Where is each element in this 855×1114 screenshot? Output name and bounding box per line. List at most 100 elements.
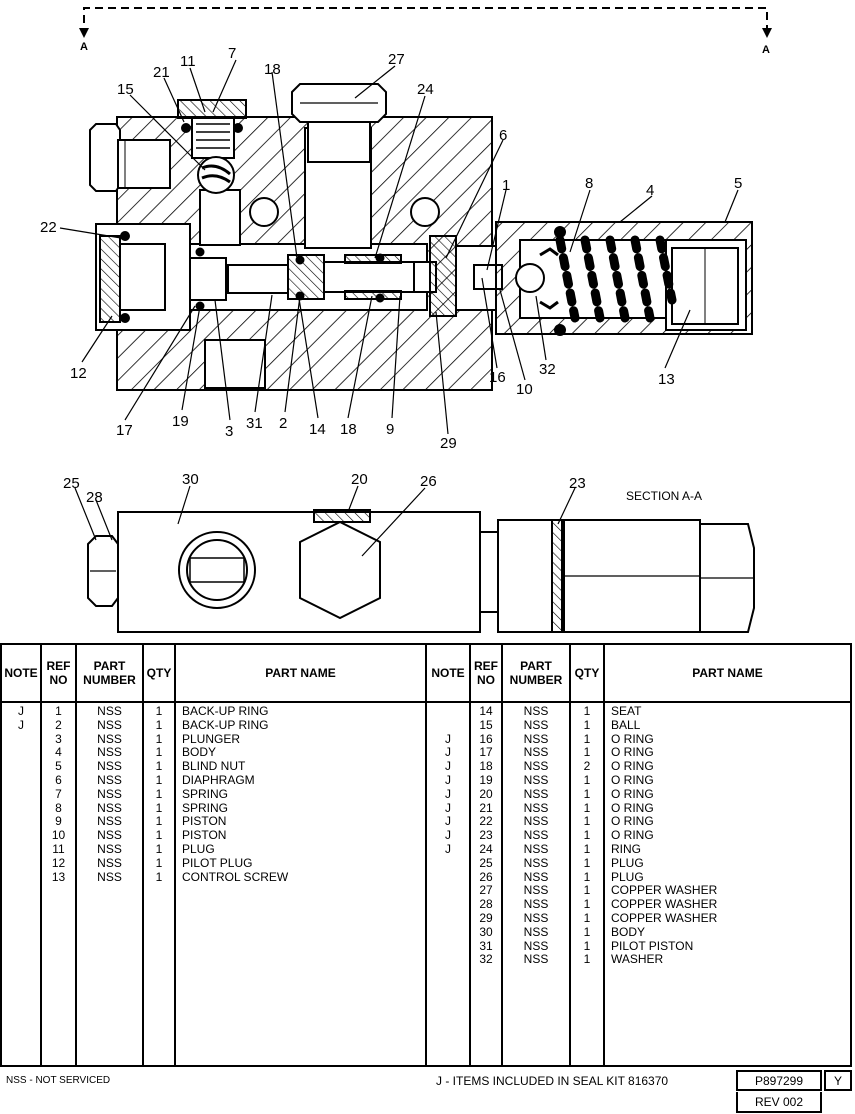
table-cell-name: COPPER WASHER bbox=[611, 897, 718, 912]
side-view-body bbox=[87, 509, 755, 633]
table-cell-part: NSS bbox=[97, 704, 122, 718]
table-cell-name: PLUG bbox=[611, 869, 644, 884]
section-mark-left: A bbox=[80, 41, 88, 53]
table-cell-qty: 1 bbox=[583, 938, 591, 953]
table-cell-note: J bbox=[445, 772, 451, 787]
table-cell-note: J bbox=[445, 786, 451, 801]
callout-14: 14 bbox=[309, 421, 326, 438]
table-cell-name: CONTROL SCREW bbox=[182, 869, 289, 884]
table-cell-ref: 17 bbox=[479, 745, 493, 760]
table-cell-name: PLUG bbox=[611, 855, 644, 870]
callout-32: 32 bbox=[539, 361, 556, 378]
table-cell-name: O RING bbox=[611, 731, 654, 746]
callout-3: 3 bbox=[225, 423, 233, 440]
table-cell-qty: 1 bbox=[583, 855, 591, 870]
callout-26: 26 bbox=[420, 473, 437, 490]
rev-letter: Y bbox=[824, 1070, 852, 1091]
table-cell-name: BACK-UP RING bbox=[182, 704, 269, 718]
table-cell-part: NSS bbox=[97, 814, 122, 829]
table-cell-qty: 1 bbox=[583, 841, 591, 856]
table-cell-part: NSS bbox=[523, 704, 549, 718]
table-cell-name: O RING bbox=[611, 800, 654, 815]
check-valve-assembly bbox=[177, 99, 247, 194]
table-cell-name: BODY bbox=[182, 745, 217, 760]
callout-15: 15 bbox=[117, 81, 134, 98]
section-line-a-a bbox=[79, 7, 772, 38]
table-cell-name: SPRING bbox=[182, 800, 229, 815]
table-cell-name: PILOT PLUG bbox=[182, 855, 253, 870]
callout-30: 30 bbox=[182, 471, 199, 488]
callout-7: 7 bbox=[228, 45, 236, 62]
callout-12: 12 bbox=[70, 365, 87, 382]
table-cell-part: NSS bbox=[523, 869, 549, 884]
callout-27: 27 bbox=[388, 51, 405, 68]
table-cell-ref: 14 bbox=[479, 704, 493, 718]
table-cell-ref: 20 bbox=[479, 786, 493, 801]
table-cell-part: NSS bbox=[523, 883, 549, 898]
table-cell-ref: 1 bbox=[55, 704, 62, 718]
callout-28: 28 bbox=[86, 489, 103, 506]
table-cell-note bbox=[2, 857, 40, 871]
table-cell-part: NSS bbox=[523, 952, 549, 967]
callout-13: 13 bbox=[658, 371, 675, 388]
table-cell-ref: 25 bbox=[479, 855, 493, 870]
table-cell-note bbox=[2, 829, 40, 843]
table-cell-part: NSS bbox=[97, 759, 122, 774]
table-cell-part: NSS bbox=[97, 828, 122, 843]
table-cell-qty: 1 bbox=[583, 772, 591, 787]
table-cell-qty: 1 bbox=[583, 910, 591, 925]
table-cell-part: NSS bbox=[523, 814, 549, 829]
table-cell-qty: 1 bbox=[155, 855, 163, 870]
table-cell-note bbox=[427, 926, 469, 940]
control-spring-housing bbox=[495, 221, 753, 336]
table-cell-name: COPPER WASHER bbox=[611, 883, 718, 898]
table-cell-note: J bbox=[445, 841, 451, 856]
table-cell-note bbox=[2, 843, 40, 857]
table-cell-note bbox=[2, 733, 40, 747]
callout-20: 20 bbox=[351, 471, 368, 488]
table-cell-note bbox=[427, 884, 469, 898]
table-cell-part: NSS bbox=[523, 855, 549, 870]
table-cell-ref: 11 bbox=[52, 841, 65, 856]
table-cell-qty: 1 bbox=[155, 772, 163, 787]
table-cell-ref: 7 bbox=[55, 786, 62, 801]
table-cell-ref: 5 bbox=[55, 759, 62, 774]
header-part-name: PART NAME bbox=[176, 645, 425, 703]
callout-10: 10 bbox=[516, 381, 533, 398]
table-cell-note bbox=[2, 760, 40, 774]
table-cell-qty: 1 bbox=[155, 759, 163, 774]
table-cell-name: PISTON bbox=[182, 814, 227, 829]
top-plug-27 bbox=[291, 83, 387, 163]
table-cell-qty: 1 bbox=[155, 704, 163, 718]
callout-8: 8 bbox=[585, 175, 593, 192]
table-cell-ref: 2 bbox=[55, 717, 62, 732]
table-cell-note bbox=[427, 871, 469, 885]
table-cell-part: NSS bbox=[523, 897, 549, 912]
table-cell-qty: 1 bbox=[155, 869, 163, 884]
table-cell-name: BODY bbox=[611, 924, 646, 939]
table-cell-note bbox=[2, 788, 40, 802]
table-cell-name: BLIND NUT bbox=[182, 759, 246, 774]
callout-31: 31 bbox=[246, 415, 263, 432]
callout-leaders-side bbox=[74, 485, 576, 557]
table-cell-ref: 28 bbox=[479, 897, 493, 912]
table-cell-part: NSS bbox=[523, 717, 549, 732]
footer: NSS - NOT SERVICED J - ITEMS INCLUDED IN… bbox=[0, 1065, 855, 1114]
table-cell-qty: 1 bbox=[155, 786, 163, 801]
pilot-piston-internals bbox=[189, 247, 437, 311]
callout-16: 16 bbox=[489, 369, 506, 386]
header-note: NOTE bbox=[2, 645, 40, 703]
table-cell-ref: 26 bbox=[479, 869, 493, 884]
table-cell-ref: 3 bbox=[55, 731, 62, 746]
table-cell-name: BALL bbox=[611, 717, 641, 732]
table-cell-name: O RING bbox=[611, 828, 654, 843]
